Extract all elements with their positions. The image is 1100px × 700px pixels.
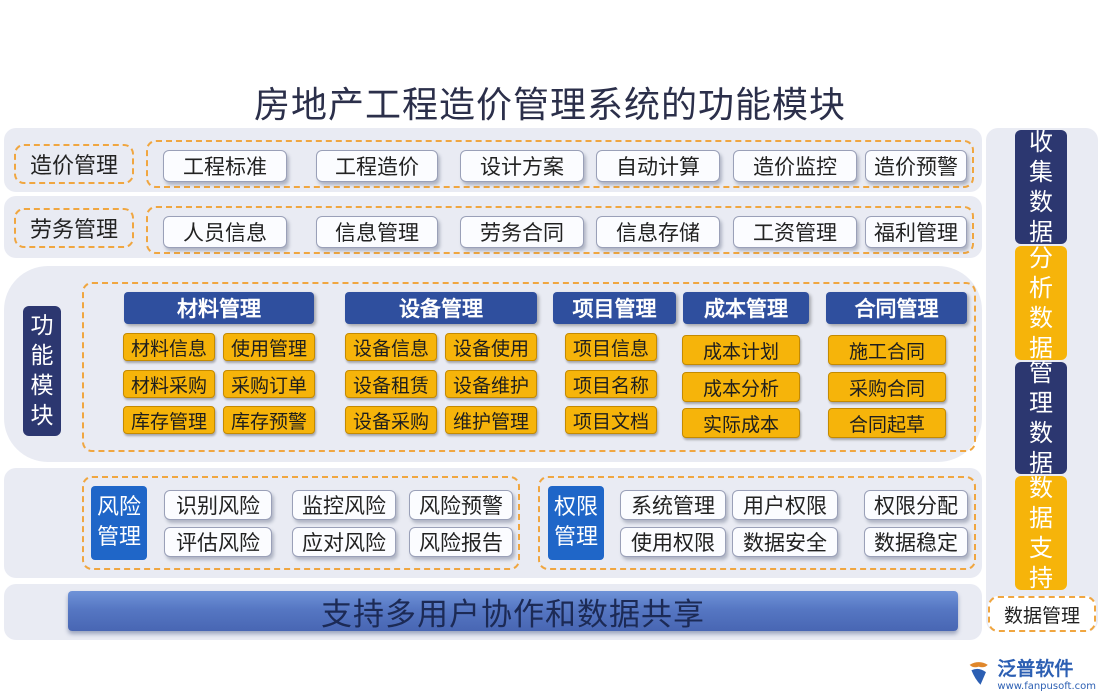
materials-item: 材料采购: [123, 370, 215, 398]
cost-mgmt-item: 实际成本: [682, 408, 800, 438]
permission-item: 权限分配: [864, 490, 968, 520]
cost-item: 自动计算: [596, 150, 720, 182]
equipment-item: 设备信息: [345, 333, 437, 361]
risk-item: 风险报告: [409, 527, 513, 557]
project-header: 项目管理: [553, 292, 676, 324]
cost-item: 造价预警: [865, 150, 967, 182]
materials-item: 采购订单: [223, 370, 315, 398]
cost-item: 设计方案: [460, 150, 584, 182]
labor-row-items-frame: [146, 206, 974, 254]
risk-item: 应对风险: [292, 527, 396, 557]
side-char: 集: [1029, 158, 1053, 186]
materials-item: 库存管理: [123, 406, 215, 434]
permission-frame: [538, 476, 976, 570]
logo-name: 泛普软件: [997, 658, 1074, 680]
side-footer-frame: [988, 596, 1096, 632]
risk-frame: [82, 476, 520, 570]
project-item: 项目名称: [565, 370, 657, 398]
side-char: 析: [1029, 274, 1053, 302]
equipment-header: 设备管理: [345, 292, 537, 324]
risk-item: 监控风险: [292, 490, 396, 520]
contract-item: 采购合同: [828, 372, 946, 402]
project-item: 项目信息: [565, 333, 657, 361]
materials-item: 使用管理: [223, 333, 315, 361]
side-manage-data: 管 理 数 据: [1015, 359, 1067, 477]
side-char: 据: [1029, 218, 1053, 246]
cost-mgmt-item: 成本计划: [682, 335, 800, 365]
side-collect-data: 收 集 数 据: [1015, 128, 1067, 246]
function-label-char: 功: [30, 313, 54, 339]
labor-item: 工资管理: [733, 216, 857, 248]
labor-item: 人员信息: [163, 216, 287, 248]
side-char: 据: [1029, 504, 1053, 532]
materials-header: 材料管理: [124, 292, 314, 324]
permission-item: 用户权限: [732, 490, 838, 520]
risk-label-line: 管理: [96, 525, 141, 550]
function-block-frame: [82, 282, 976, 452]
permission-label: 权限 管理: [548, 486, 604, 560]
risk-item: 评估风险: [164, 527, 272, 557]
equipment-item: 设备采购: [345, 406, 437, 434]
equipment-item: 维护管理: [445, 406, 537, 434]
risk-item: 识别风险: [164, 490, 272, 520]
permission-label-line: 权限: [553, 495, 598, 520]
cost-mgmt-header: 成本管理: [683, 292, 809, 324]
cost-item: 工程造价: [316, 150, 438, 182]
side-char: 数: [1029, 188, 1053, 216]
fanpu-logo-icon: [969, 662, 988, 685]
cost-row-items-frame: [146, 140, 974, 188]
side-char: 理: [1029, 389, 1053, 417]
permission-item: 数据安全: [732, 527, 838, 557]
side-analyze-data: 分 析 数 据: [1015, 244, 1067, 362]
side-char: 据: [1029, 334, 1053, 362]
side-char: 管: [1029, 359, 1053, 387]
equipment-item: 设备维护: [445, 370, 537, 398]
risk-label: 风险 管理: [91, 486, 147, 560]
side-char: 持: [1029, 564, 1053, 592]
side-char: 数: [1029, 304, 1053, 332]
labor-item: 福利管理: [865, 216, 967, 248]
labor-item: 信息存储: [596, 216, 720, 248]
labor-item: 信息管理: [316, 216, 438, 248]
side-char: 数: [1029, 419, 1053, 447]
function-block-label: 功 能 模 块: [23, 306, 61, 436]
equipment-item: 设备租赁: [345, 370, 437, 398]
permission-item: 数据稳定: [864, 527, 968, 557]
function-label-char: 块: [30, 403, 54, 429]
contract-header: 合同管理: [826, 292, 967, 324]
risk-item: 风险预警: [409, 490, 513, 520]
cost-row-label: 造价管理: [29, 154, 118, 179]
cost-item: 工程标准: [163, 150, 287, 182]
brand-logo: 泛普软件 www.fanpusoft.com: [966, 650, 1096, 696]
side-data-support: 数 据 支 持: [1015, 474, 1067, 592]
side-char: 分: [1029, 244, 1053, 272]
side-char: 支: [1029, 534, 1053, 562]
materials-item: 库存预警: [223, 406, 315, 434]
logo-url: www.fanpusoft.com: [997, 681, 1096, 692]
equipment-item: 设备使用: [445, 333, 537, 361]
contract-item: 合同起草: [828, 408, 946, 438]
side-char: 数: [1029, 474, 1053, 502]
cost-mgmt-item: 成本分析: [682, 372, 800, 402]
labor-row-label: 劳务管理: [29, 218, 118, 243]
contract-item: 施工合同: [828, 335, 946, 365]
permission-label-line: 管理: [553, 525, 598, 550]
cost-item: 造价监控: [733, 150, 857, 182]
risk-label-line: 风险: [96, 495, 141, 520]
side-char: 收: [1029, 128, 1053, 156]
labor-row-label-frame: [14, 208, 134, 248]
collaboration-banner: 支持多用户协作和数据共享: [68, 591, 958, 633]
cost-row-label-frame: [14, 144, 134, 184]
permission-item: 使用权限: [620, 527, 726, 557]
function-label-char: 模: [30, 373, 54, 399]
project-item: 项目文档: [565, 406, 657, 434]
permission-item: 系统管理: [620, 490, 726, 520]
labor-item: 劳务合同: [460, 216, 584, 248]
side-footer-label: 数据管理: [1003, 604, 1080, 627]
materials-item: 材料信息: [123, 333, 215, 361]
risk-permission-band: [4, 468, 982, 578]
function-label-char: 能: [30, 343, 54, 369]
page-title: 房地产工程造价管理系统的功能模块: [253, 85, 846, 126]
side-char: 据: [1029, 449, 1053, 477]
